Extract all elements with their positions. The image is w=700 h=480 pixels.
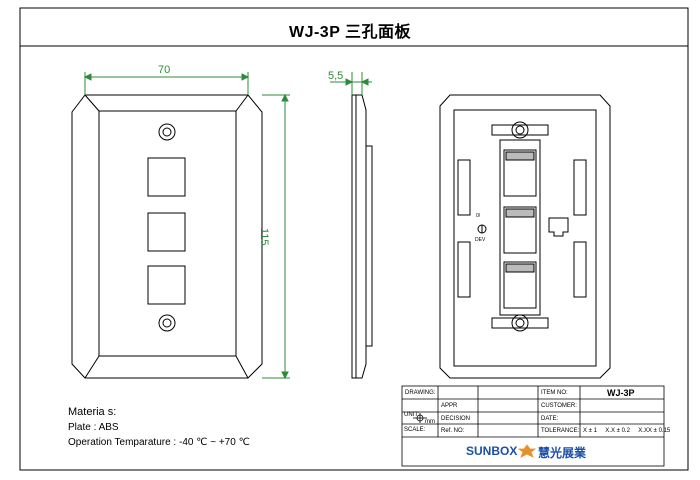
tb-date-label: DATE: (541, 416, 559, 422)
back-dial-mark-bottom: DEV (475, 237, 486, 243)
tb-unit-label: UNIT: (404, 412, 419, 418)
height-dimension-label: 115 (258, 228, 270, 246)
side-view (351, 94, 373, 379)
height-dimension (262, 93, 290, 380)
width-dimension (83, 72, 250, 95)
tb-ref-label: Ref. NO: (441, 428, 465, 434)
depth-dimension (330, 72, 372, 95)
depth-dimension-label: 5,5 (328, 70, 344, 82)
front-view (71, 94, 263, 379)
tb-appr-label: APPR (441, 403, 458, 409)
brand-chinese-name: 慧光展業 (538, 446, 587, 460)
width-dimension-label: 70 (158, 64, 171, 76)
brand-logo-text: SUNBOX (466, 444, 518, 458)
tb-customer-label: CUSTOMER: (541, 403, 577, 409)
tb-tolerance-values: X ± 1 X.X ± 0.2 X.XX ± 0.15 (583, 428, 671, 434)
back-dial-mark-top: 0/ (476, 213, 481, 219)
materials-heading: Materia s: (68, 406, 117, 418)
sheet-border (19, 7, 689, 471)
tb-tolerance-label: TOLERANCE: (541, 428, 580, 434)
tb-decision-label: DECISION (441, 416, 471, 422)
page-title: WJ-3P 三孔面板 (288, 24, 412, 41)
tb-unit-value: mm (425, 419, 435, 425)
materials-temperature: Operation Temparature : -40 ℃ ~ +70 ℃ (68, 437, 250, 448)
tb-scale-label: SCALE: (404, 427, 426, 433)
back-view (439, 94, 611, 379)
materials-plate: Plate : ABS (68, 422, 119, 433)
tb-item-value: WJ-3P (607, 388, 635, 398)
tb-drawing-label: DRAWING: (405, 390, 436, 396)
title-block (401, 385, 665, 467)
tb-item-label: ITEM NO: (541, 390, 568, 396)
